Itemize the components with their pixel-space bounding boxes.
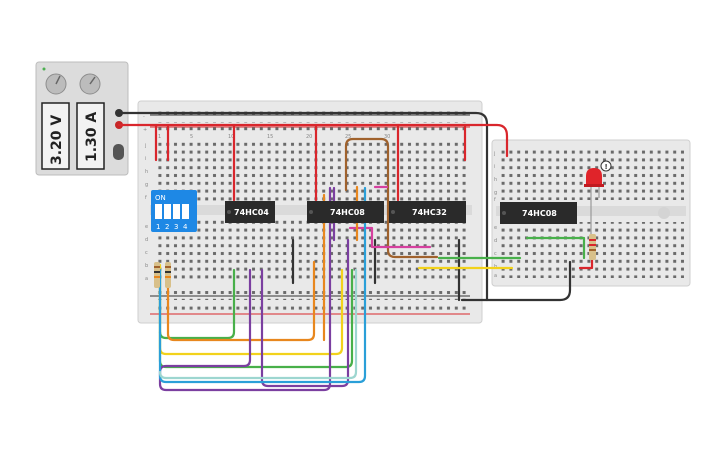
resistors-main[interactable] (154, 262, 171, 288)
voltage-readout: 3.20 V (49, 115, 65, 165)
svg-text:2: 2 (165, 223, 169, 231)
dip-toggle-4[interactable] (182, 204, 189, 219)
svg-text:5: 5 (190, 134, 193, 140)
chip-label: 74HC04 (234, 208, 269, 217)
wire-cyan (158, 268, 358, 380)
dip-toggle-3[interactable] (173, 204, 180, 219)
svg-text:c: c (145, 250, 148, 256)
wire-brown (344, 137, 439, 259)
svg-text:h: h (494, 177, 497, 183)
svg-text:e: e (494, 225, 497, 231)
svg-text:f: f (145, 195, 147, 201)
svg-text:i: i (494, 164, 495, 170)
wire-black-4 (485, 260, 572, 302)
svg-text:g: g (494, 190, 497, 196)
svg-text:a: a (494, 273, 497, 279)
svg-text:f: f (494, 197, 496, 203)
svg-text:d: d (494, 238, 497, 244)
svg-text:b: b (145, 263, 148, 269)
chip-74hc08-a[interactable]: 74HC08 (307, 201, 384, 223)
svg-text:1: 1 (158, 134, 161, 140)
wire-green-small (437, 236, 586, 260)
wire-orange-1 (166, 260, 316, 342)
svg-text:30: 30 (384, 134, 390, 140)
svg-text:4: 4 (183, 223, 188, 231)
svg-text:1: 1 (156, 223, 160, 231)
wire-red-supply (117, 123, 509, 158)
chip-label: 74HC08 (330, 208, 365, 217)
chip-74hc32[interactable]: 74HC32 (389, 201, 466, 223)
svg-text:i: i (145, 156, 146, 162)
led[interactable]: ! (584, 160, 612, 234)
rail-plus-label: + (143, 127, 147, 133)
chip-74hc08-b[interactable]: 74HC08 (500, 202, 577, 224)
svg-text:c: c (494, 251, 497, 257)
led-warning-badge[interactable] (600, 160, 612, 172)
wire-pink-2 (348, 226, 432, 249)
chip-label: 74HC08 (522, 209, 557, 218)
svg-text:a: a (145, 276, 148, 282)
dip-toggle-2[interactable] (164, 204, 171, 219)
dip-toggle-1[interactable] (155, 204, 162, 219)
svg-text:j: j (493, 151, 495, 157)
chip-74hc04[interactable]: 74HC04 (225, 201, 275, 223)
current-display (76, 102, 105, 170)
svg-text:e: e (145, 224, 148, 230)
current-readout: 1.30 A (84, 112, 100, 162)
rail-minus-label: - (143, 114, 145, 120)
resistor-led[interactable] (589, 234, 596, 260)
chip-label: 74HC32 (412, 208, 447, 217)
svg-text:3: 3 (174, 223, 178, 231)
svg-text:g: g (145, 182, 148, 188)
power-supply[interactable]: 3.20 V 1.30 A (35, 61, 129, 176)
row-letters-main: j i h g f e d c b a (144, 143, 148, 282)
power-switch[interactable] (113, 144, 124, 160)
svg-text:15: 15 (267, 134, 273, 140)
dip-switch[interactable]: ON 1 2 3 4 (151, 190, 197, 232)
svg-text:20: 20 (306, 134, 312, 140)
wire-blue (158, 186, 367, 384)
wires[interactable] (117, 111, 594, 392)
svg-text:10: 10 (228, 134, 234, 140)
svg-text:25: 25 (345, 134, 351, 140)
voltage-display (41, 102, 70, 170)
svg-text:h: h (145, 169, 148, 175)
column-numbers-main: 1 5 10 15 20 25 30 (158, 134, 390, 140)
svg-text:d: d (145, 237, 148, 243)
svg-text:j: j (144, 143, 146, 149)
svg-text:!: ! (605, 163, 608, 171)
dip-on-label: ON (155, 194, 166, 202)
